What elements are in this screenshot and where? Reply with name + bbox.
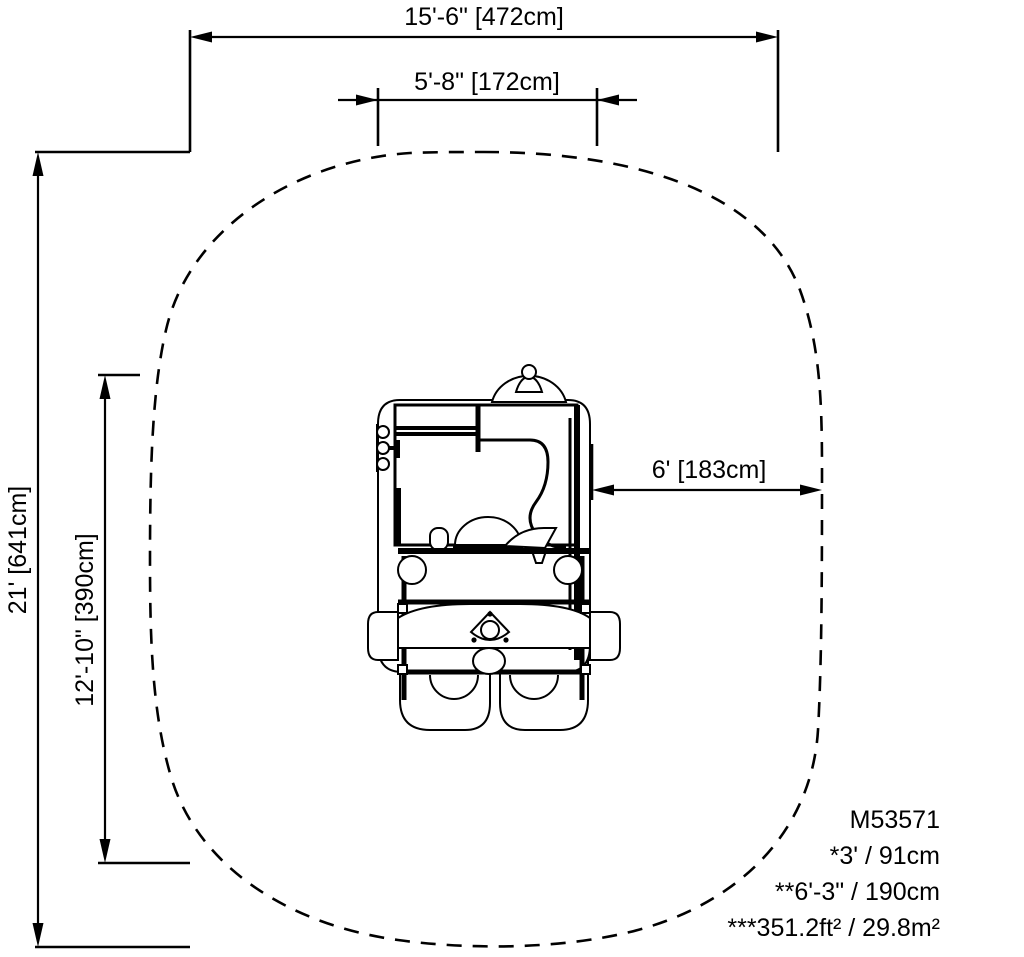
equipment-hub-bolt-left — [471, 637, 477, 643]
equipment-bracket-left-upper — [397, 603, 408, 614]
equipment-width-arrow-left — [356, 94, 378, 106]
overall-height-arrow-top — [32, 152, 44, 176]
overall-width-label: 15'-6" [472cm] — [404, 3, 564, 31]
equipment-wheel-knob-middle — [376, 441, 390, 455]
equipment-width-label: 5'-8" [172cm] — [414, 68, 560, 96]
equipment-wing-right — [589, 611, 621, 661]
overall-height-dimension: 21' [641cm] — [4, 150, 190, 949]
overall-height-arrow-bottom — [32, 923, 44, 947]
overall-width-arrow-left — [190, 31, 212, 43]
equipment-post-circle-left — [397, 555, 427, 585]
equipment-width-arrow-right — [597, 94, 619, 106]
notes-block: M53571 *3' / 91cm **6'-3" / 190cm ***351… — [727, 806, 940, 942]
offset-arrow-right — [800, 484, 822, 496]
equipment-height-dimension: 12'-10" [390cm] — [71, 373, 190, 865]
equipment-wing-left — [367, 611, 399, 661]
note-fall-height: *3' / 91cm — [830, 842, 940, 870]
safety-zone-offset-dimension: 6' [183cm] — [590, 444, 822, 500]
note-model-code: M53571 — [850, 806, 940, 834]
equipment-steering-wheel-cluster — [376, 424, 400, 472]
equipment-width-dimension: 5'-8" [172cm] — [338, 68, 637, 146]
equipment-bracket-left-lower — [397, 664, 408, 675]
safety-zone-boundary — [148, 150, 824, 948]
equipment-dome-knob-cap — [521, 364, 537, 380]
equipment-mid-cylinder — [429, 527, 449, 551]
note-max-height: **6'-3" / 190cm — [775, 878, 940, 906]
equipment-height-arrow-bottom — [99, 839, 111, 863]
equipment-bottom-arc-left — [429, 674, 479, 700]
equipment-bottom-circle — [472, 647, 506, 675]
equipment-bottom-arc-right — [509, 674, 559, 700]
equipment-hub-center — [480, 620, 500, 640]
equipment-post-circle-right — [553, 555, 583, 585]
note-use-zone-area: ***351.2ft² / 29.8m² — [727, 914, 940, 942]
equipment-height-arrow-top — [99, 375, 111, 399]
equipment-height-label: 12'-10" [390cm] — [71, 533, 99, 706]
equipment-wheel-knob-bottom — [376, 457, 390, 471]
offset-arrow-left — [592, 484, 614, 496]
equipment-triangular-hub — [469, 610, 511, 643]
equipment-hub-bolt-top — [487, 611, 493, 617]
equipment-bracket-right-lower — [580, 664, 591, 675]
equipment-mid-slide-wedge — [502, 527, 558, 550]
overall-width-arrow-right — [756, 31, 778, 43]
equipment-hub-bolt-right — [503, 637, 509, 643]
playground-equipment-plan — [367, 364, 621, 731]
overall-width-dimension: 15'-6" [472cm] — [188, 3, 780, 152]
equipment-wheel-knob-top — [376, 425, 390, 439]
safety-zone-offset-label: 6' [183cm] — [652, 456, 767, 484]
equipment-bracket-right-upper — [580, 603, 591, 614]
overall-height-label: 21' [641cm] — [4, 486, 32, 614]
